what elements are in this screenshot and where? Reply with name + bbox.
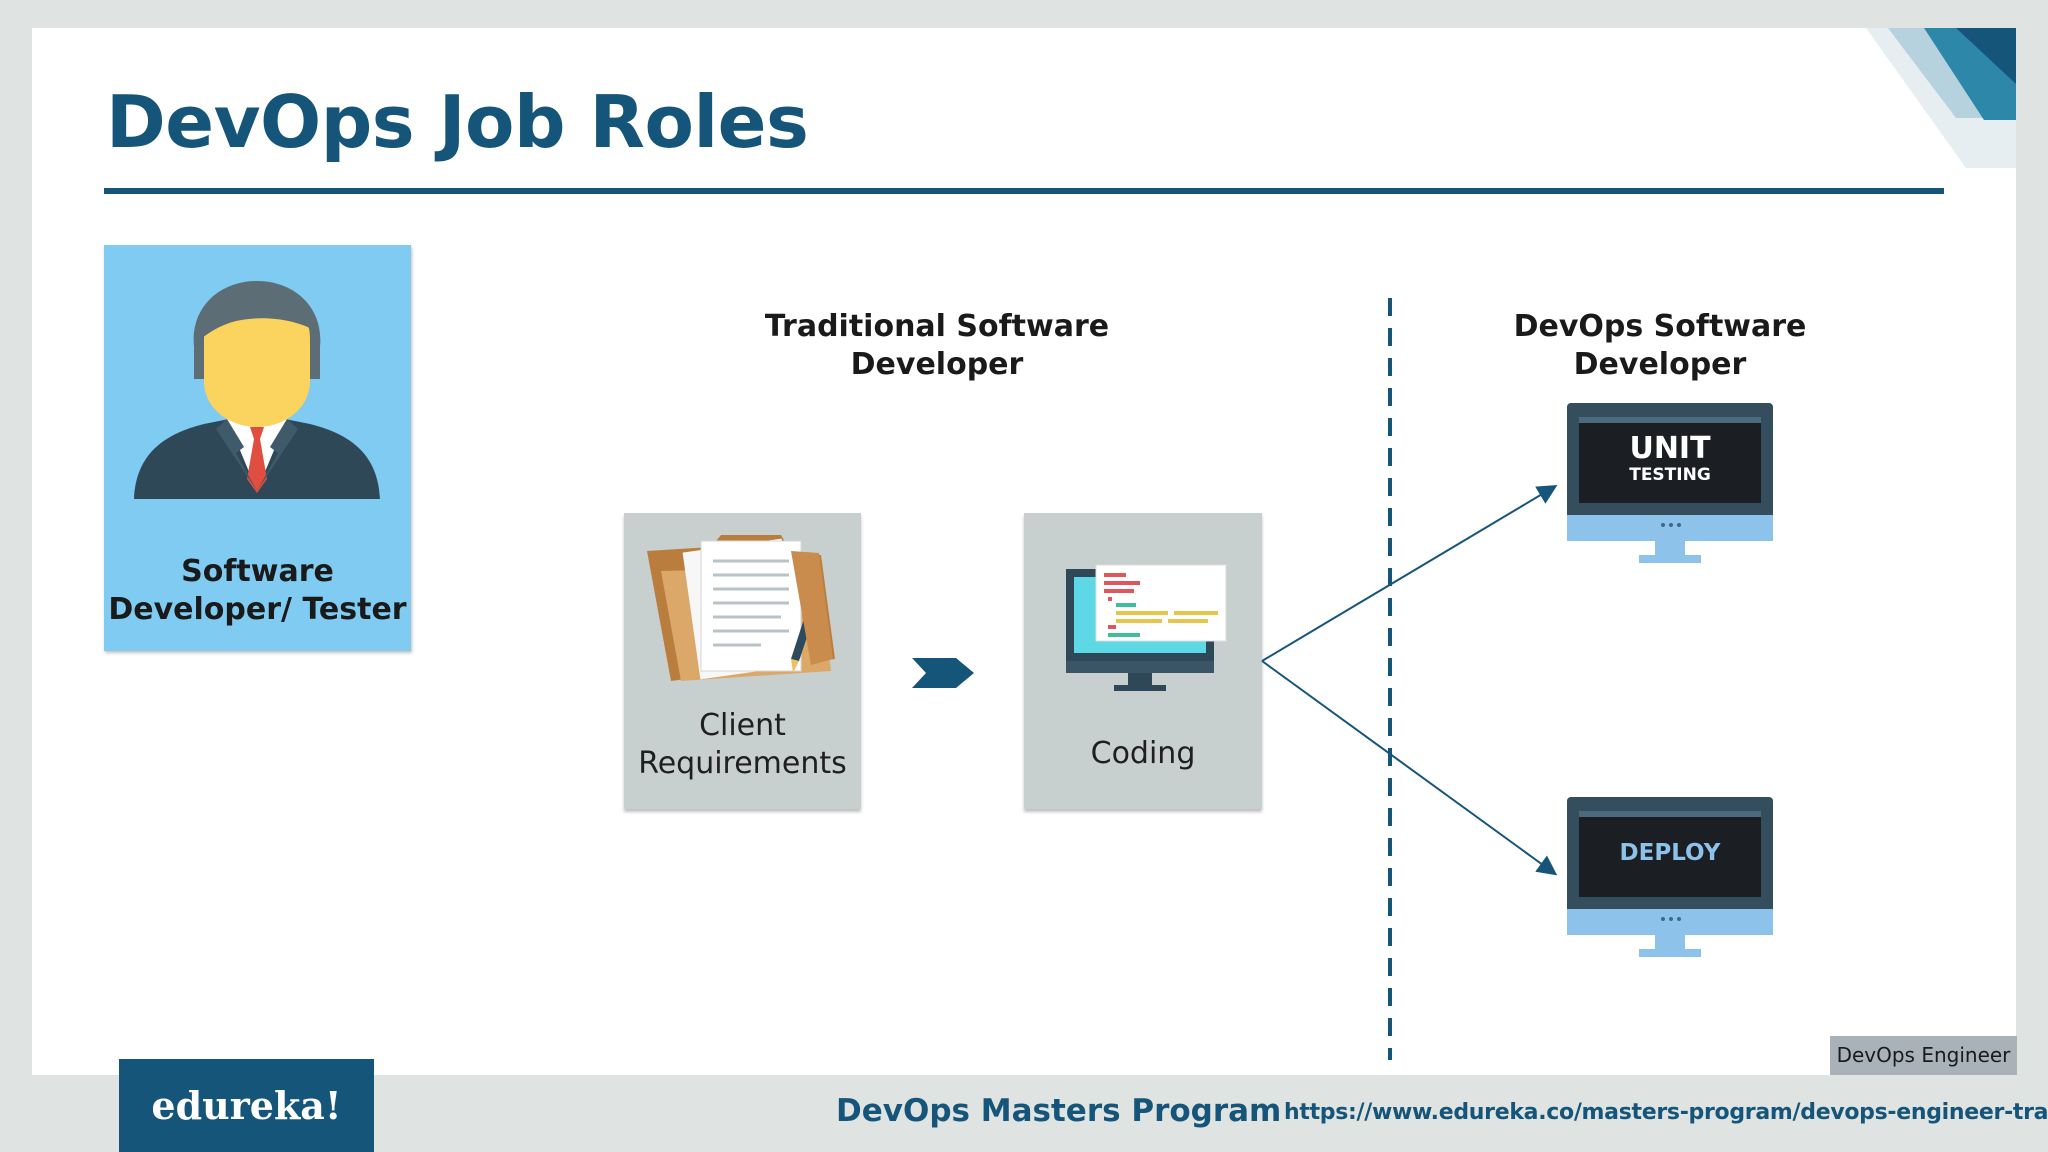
arrow-to-deploy: [1261, 660, 1558, 876]
code-monitor-icon: [1066, 564, 1227, 691]
coding-step: Coding: [1024, 513, 1262, 809]
deploy-label: DEPLOY: [1619, 840, 1721, 866]
course-tag: DevOps Engineer: [1830, 1036, 2017, 1075]
chevron-arrow-icon: [912, 658, 974, 688]
unit-testing-monitor: UNIT TESTING: [1567, 403, 1773, 569]
monitor-icon: [1567, 403, 1773, 563]
edureka-logo: edureka!: [119, 1059, 374, 1152]
deploy-monitor: DEPLOY: [1567, 797, 1773, 963]
corner-decoration: [1866, 28, 2016, 168]
page-title: DevOps Job Roles: [106, 80, 809, 164]
arrow-to-unit-testing: [1261, 484, 1558, 662]
coding-label: Coding: [1090, 736, 1196, 771]
title-divider: [104, 188, 1944, 194]
role-label: Software Developer/ Tester: [108, 554, 407, 627]
course-url-link[interactable]: https://www.edureka.co/masters-program/d…: [1284, 1100, 2048, 1125]
unit-testing-label: UNIT TESTING: [1629, 431, 1711, 486]
program-name: DevOps Masters Program: [836, 1093, 1282, 1129]
role-card: Software Developer/ Tester: [104, 245, 411, 651]
monitor-icon: [1567, 797, 1773, 957]
person-avatar-icon: [134, 281, 380, 499]
client-requirements-step: Client Requirements: [624, 513, 861, 809]
devops-heading: DevOps Software Developer: [1513, 309, 1807, 382]
documents-folder-icon: [647, 535, 835, 681]
traditional-heading: Traditional Software Developer: [764, 309, 1110, 382]
client-requirements-label: Client Requirements: [638, 708, 847, 781]
